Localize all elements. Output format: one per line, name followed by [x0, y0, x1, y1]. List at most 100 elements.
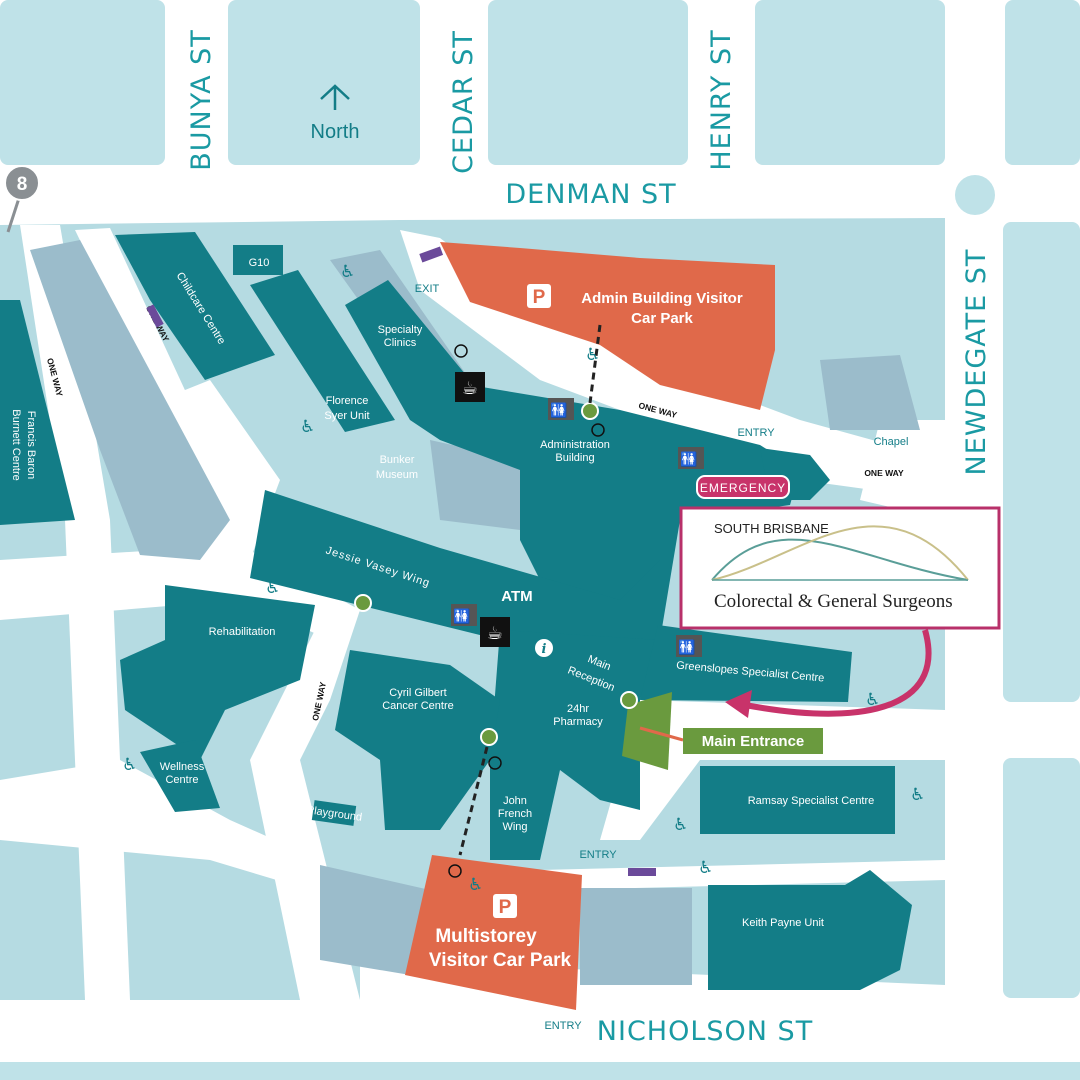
wheelchair-icon: ♿	[265, 578, 280, 598]
admin-car-park[interactable]	[440, 242, 775, 410]
label-specialty: Specialty	[378, 324, 423, 336]
label-cyril-gilbert: Cyril Gilbert	[389, 687, 446, 699]
label-bunker: Bunker	[380, 454, 415, 466]
label-francis: Francis Baron	[25, 411, 37, 479]
emergency-badge	[696, 475, 790, 499]
label-florence: Florence	[326, 395, 369, 407]
svg-text:🚻: 🚻	[678, 639, 695, 656]
building-central-wing	[490, 630, 660, 860]
north-arrow-icon	[320, 84, 350, 110]
label-wellness: Centre	[165, 774, 198, 786]
svg-text:i: i	[542, 642, 547, 657]
building-specialty-clinics	[345, 280, 470, 440]
parking-icon	[527, 284, 551, 308]
emergency-label: EMERGENCY	[700, 481, 786, 495]
label-bunker: Museum	[376, 469, 418, 481]
svg-text:☕: ☕	[487, 623, 503, 644]
wheelchair-icon: ♿	[698, 858, 713, 878]
street-cedar: CEDAR ST	[448, 30, 479, 174]
shaded-areas	[30, 240, 920, 985]
building-keith-payne	[708, 870, 912, 990]
logo-curve	[711, 538, 969, 581]
marker-pin	[6, 194, 22, 233]
walkway-dashed	[588, 324, 602, 404]
building-florence-syer	[250, 270, 395, 432]
wheelchair-icon: ♿	[122, 755, 137, 775]
exit-sign: EXIT	[415, 283, 440, 295]
marker-label: 8	[17, 174, 28, 195]
walkway-dashed	[458, 746, 489, 856]
pointer-arrowhead	[725, 690, 752, 718]
cafe-icon	[480, 617, 510, 647]
cafe-icon	[455, 372, 485, 402]
label-cyril-gilbert: Cancer Centre	[382, 700, 454, 712]
building-labels: G10 Childcare Centre Francis Baron Burne…	[10, 257, 908, 929]
label-g10: G10	[249, 257, 270, 269]
street-nicholson: NICHOLSON ST	[597, 1016, 813, 1047]
building-ramsay	[700, 766, 895, 834]
building-francis-baron	[0, 300, 75, 525]
label-admin: Building	[555, 452, 594, 464]
logo-line2: Colorectal & General Surgeons	[714, 591, 953, 612]
label-chapel: Chapel	[874, 436, 909, 448]
building-jessie-vasey	[250, 490, 660, 650]
surgeons-logo-box[interactable]	[679, 506, 1001, 630]
toilets-icon	[678, 447, 704, 469]
wheelchair-icon: ♿	[300, 417, 315, 437]
building-rehabilitation	[120, 585, 315, 760]
wheelchair-icon: ♿	[865, 690, 880, 710]
building-childcare	[115, 232, 275, 380]
north-label: North	[311, 121, 360, 143]
wheelchair-icon: ♿	[468, 875, 483, 895]
svg-text:☕: ☕	[462, 378, 478, 399]
street-bunya: BUNYA ST	[186, 29, 217, 171]
label-atm: ATM	[501, 588, 532, 605]
barrier	[628, 868, 656, 876]
one-way-sign: ONE WAY	[864, 468, 904, 478]
taxi-icon	[454, 344, 468, 358]
label-wellness: Wellness	[160, 761, 205, 773]
info-icon	[535, 639, 553, 657]
logo-curve	[711, 525, 969, 581]
label-john-french: John	[503, 795, 527, 807]
admin-car-park-label: Car Park	[631, 310, 693, 327]
svg-text:🚻: 🚻	[453, 608, 470, 625]
pointer-arrow	[744, 629, 932, 717]
svg-text:🚻: 🚻	[550, 402, 567, 419]
street-denman: DENMAN ST	[505, 179, 676, 210]
label-ramsay: Ramsay Specialist Centre	[748, 795, 875, 807]
parking-icon-letter: P	[533, 287, 546, 308]
label-admin: Administration	[540, 439, 610, 451]
wheelchair-icon: ♿	[673, 815, 688, 835]
building-g10	[233, 245, 283, 275]
main-entrance-label: Main Entrance	[702, 733, 805, 750]
street-henry: HENRY ST	[706, 29, 737, 170]
entry-point	[480, 728, 498, 746]
marker-8[interactable]	[4, 165, 40, 201]
entry-point	[354, 594, 372, 612]
entry-points	[354, 402, 638, 746]
wheelchair-icon: ♿	[910, 785, 925, 805]
label-specialty: Clinics	[384, 337, 417, 349]
taxi-icon	[448, 864, 462, 878]
entrance-arrow	[639, 726, 684, 742]
toilets-icon	[676, 635, 702, 657]
multistorey-car-park[interactable]	[405, 855, 582, 1010]
entry-point	[620, 691, 638, 709]
admin-car-park-label: Admin Building Visitor	[581, 290, 743, 307]
playground	[311, 800, 357, 826]
parking-icon-letter: P	[499, 897, 512, 918]
amenity-icons: ☕ ☕ ♿ ♿ ♿ ♿ ♿ ♿ ♿ ♿ ♿ ♿ 🚻 🚻 🚻 🚻 i	[122, 262, 925, 895]
entry-point	[581, 402, 599, 420]
label-keith-payne: Keith Payne Unit	[742, 917, 824, 929]
taxi-icon	[591, 423, 605, 437]
taxi-icon	[488, 756, 502, 770]
entry-sign: ENTRY	[579, 849, 617, 861]
label-francis: Burnett Centre	[10, 409, 22, 481]
entry-sign: ENTRY	[737, 427, 775, 439]
parking-icon	[493, 894, 517, 918]
wheelchair-icon: ♿	[585, 345, 600, 365]
label-pharmacy: 24hr	[567, 703, 589, 715]
